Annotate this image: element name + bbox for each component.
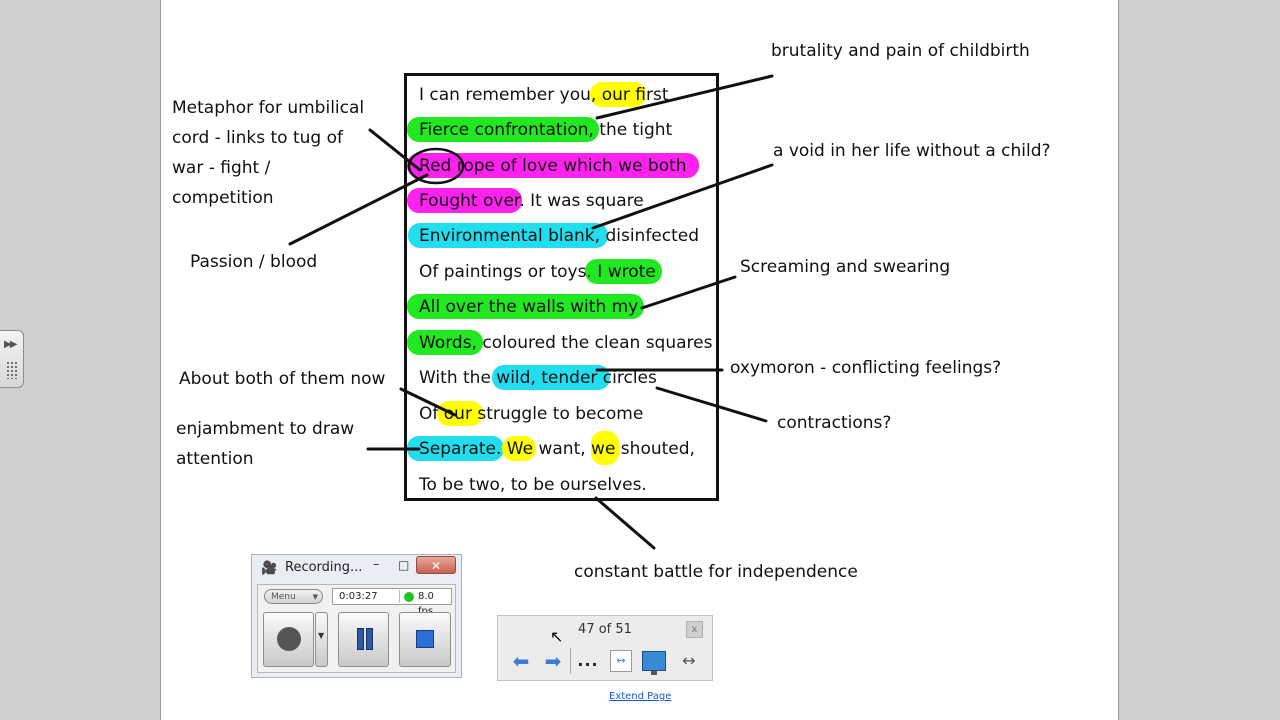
- close-button[interactable]: ✕: [416, 556, 456, 574]
- chevron-down-icon: ▼: [312, 593, 318, 601]
- fps-readout: 8.0 fps: [418, 591, 434, 617]
- note-metaphor-2: cord - links to tug of: [172, 128, 343, 148]
- note-oxymoron: oxymoron - conflicting feelings?: [730, 358, 1002, 378]
- arrow-left-icon: ⬅: [512, 649, 530, 673]
- stop-icon: [416, 630, 434, 648]
- note-void: a void in her life without a child?: [773, 141, 1051, 161]
- poem-line-7: All over the walls with my: [419, 297, 639, 317]
- note-screaming: Screaming and swearing: [740, 257, 951, 277]
- double-arrow-icon: ↔: [682, 651, 696, 670]
- right-gray-margin: [1119, 0, 1280, 720]
- menu-label: Menu: [271, 592, 296, 602]
- record-options-dropdown[interactable]: ▼: [315, 612, 328, 667]
- mouse-cursor-icon: ↖: [550, 627, 564, 646]
- fit-width-icon: ↔: [616, 654, 626, 667]
- note-about-both: About both of them now: [179, 369, 386, 389]
- poem-line-5: Environmental blank, disinfected: [419, 226, 700, 246]
- fit-width-button[interactable]: ↔: [610, 650, 632, 672]
- poem-line-8: Words, coloured the clean squares: [419, 333, 713, 353]
- pause-button[interactable]: [338, 612, 389, 667]
- poem-line-9: With the wild, tender circles: [419, 368, 657, 388]
- page-count: 47 of 51: [578, 622, 632, 637]
- left-gray-margin: [0, 0, 160, 720]
- toolbar-divider: [570, 648, 571, 674]
- highlight-environmental-blank: [408, 223, 608, 248]
- side-panel-handle[interactable]: ▶▶: [0, 330, 24, 388]
- display-button[interactable]: [642, 651, 666, 675]
- record-button[interactable]: [263, 612, 314, 667]
- maximize-button[interactable]: □: [398, 558, 410, 572]
- highlight-we: [502, 436, 536, 461]
- status-divider: [399, 590, 400, 603]
- note-passion: Passion / blood: [190, 252, 318, 272]
- poem-line-3: Red rope of love which we both: [419, 156, 687, 176]
- navigator-close-button[interactable]: x: [686, 621, 703, 638]
- minimize-button[interactable]: –: [373, 557, 380, 572]
- pause-icon-right: [366, 628, 373, 650]
- next-page-button[interactable]: ➡: [538, 646, 568, 676]
- note-metaphor-4: competition: [172, 188, 274, 208]
- highlight-fierce-confrontation: [407, 117, 599, 142]
- more-options-button[interactable]: ...: [577, 651, 599, 670]
- note-contractions: contractions?: [777, 413, 892, 433]
- note-metaphor-3: war - fight /: [172, 158, 271, 178]
- recording-status: 0:03:27 8.0 fps: [332, 588, 452, 617]
- note-metaphor-1: Metaphor for umbilical: [172, 98, 365, 118]
- note-brutality: brutality and pain of childbirth: [771, 41, 1030, 61]
- poem-line-10: Of our struggle to become: [419, 404, 644, 424]
- chevron-down-icon: ▼: [318, 631, 325, 640]
- highlight-all-over-walls: [407, 294, 644, 319]
- poem-line-6: Of paintings or toys. I wrote: [419, 262, 656, 282]
- poem-line-2: Fierce confrontation, the tight: [419, 120, 673, 140]
- poem-line-1: I can remember you, our first: [419, 85, 669, 105]
- highlight-separate: [407, 436, 504, 461]
- elapsed-time: 0:03:27: [339, 591, 378, 602]
- pause-icon-left: [357, 628, 364, 650]
- grip-dots-icon: [6, 361, 18, 379]
- recording-indicator-icon: [404, 592, 414, 602]
- poem-line-4: Fought over. It was square: [419, 191, 644, 211]
- note-enjambment-2: attention: [176, 449, 254, 469]
- record-icon: [277, 627, 301, 651]
- page-navigator: 47 of 51 x ⬅ ➡ ... ↔ ↔: [497, 615, 713, 681]
- recording-title: Recording...: [285, 560, 363, 575]
- poem-line-11: Separate. We want, we shouted,: [419, 439, 695, 459]
- recording-widget: 🎥 Recording... – □ ✕ Menu ▼ 0:03:27 8.0 …: [251, 554, 462, 678]
- poem-line-12: To be two, to be ourselves.: [419, 475, 647, 495]
- expand-button[interactable]: ↔: [674, 646, 704, 676]
- extend-page-link[interactable]: Extend Page: [609, 691, 672, 702]
- highlight-wild-tender: [492, 365, 610, 390]
- note-enjambment-1: enjambment to draw: [176, 419, 355, 439]
- recording-titlebar[interactable]: 🎥 Recording... – □ ✕: [252, 555, 461, 581]
- expand-arrows-icon: ▶▶: [4, 339, 17, 350]
- highlight-words: [407, 330, 483, 355]
- camera-icon: 🎥: [261, 561, 278, 576]
- previous-page-button[interactable]: ⬅: [506, 646, 536, 676]
- recording-controls: Menu ▼ 0:03:27 8.0 fps ▼: [257, 584, 456, 673]
- monitor-icon: [651, 671, 657, 675]
- arrow-right-icon: ➡: [544, 649, 562, 673]
- stop-button[interactable]: [399, 612, 451, 667]
- note-constant: constant battle for independence: [574, 562, 858, 582]
- highlight-we-2: [591, 431, 619, 465]
- recorder-menu-button[interactable]: Menu ▼: [264, 589, 323, 604]
